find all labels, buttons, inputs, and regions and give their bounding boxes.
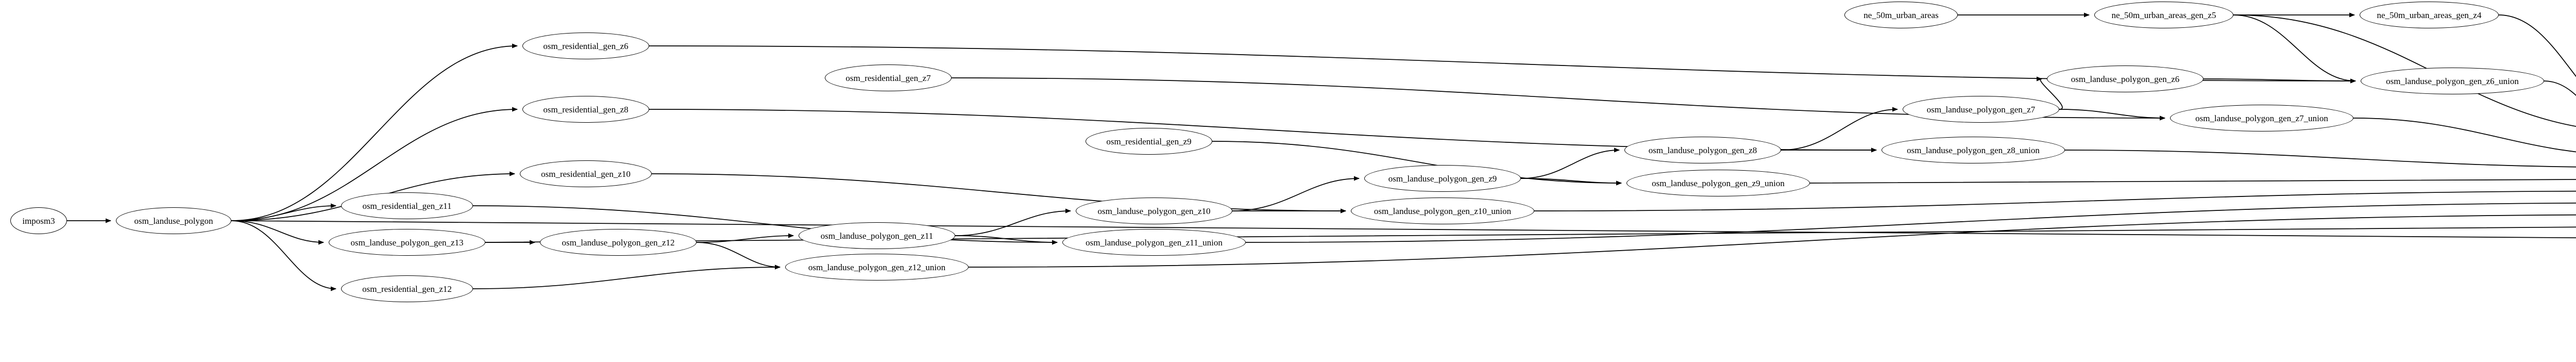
node-label: osm_landuse_polygon_gen_z6_union: [2386, 76, 2519, 86]
graph-edge: [696, 242, 781, 270]
node-label: osm_residential_gen_z11: [362, 201, 452, 211]
graph-node-imposm3[interactable]: imposm3: [10, 207, 67, 234]
graph-node-osm-landuse-polygon[interactable]: osm_landuse_polygon: [116, 207, 231, 234]
graph-node-osm-landuse-polygon-gen-z11[interactable]: osm_landuse_polygon_gen_z11: [799, 222, 955, 249]
graph-node-osm-residential-gen-z12[interactable]: osm_residential_gen_z12: [341, 275, 473, 302]
graph-node-osm-residential-gen-z6[interactable]: osm_residential_gen_z6: [522, 32, 649, 59]
node-label: osm_landuse_polygon_gen_z8_union: [1907, 145, 2040, 155]
graph-edge: [2353, 118, 2576, 153]
graph-node-osm-landuse-polygon-gen-z9[interactable]: osm_landuse_polygon_gen_z9: [1364, 165, 1521, 192]
graph-node-osm-residential-gen-z11[interactable]: osm_residential_gen_z11: [341, 192, 473, 219]
graph-edge: [1232, 176, 1360, 211]
graph-edge: [1809, 178, 2576, 184]
node-label: osm_landuse_polygon: [134, 216, 213, 226]
graph-node-osm-landuse-polygon-gen-z7-union[interactable]: osm_landuse_polygon_gen_z7_union: [2170, 105, 2353, 131]
node-label: osm_landuse_polygon_gen_z13: [350, 237, 464, 248]
graph-edge: [696, 233, 794, 243]
graph-edge: [2203, 78, 2356, 84]
graph-edge: [2059, 109, 2165, 121]
node-label: osm_residential_gen_z12: [362, 284, 452, 294]
node-label: ne_50m_urban_areas_gen_z5: [2111, 10, 2216, 20]
graph-edge: [231, 220, 324, 245]
node-label: osm_landuse_polygon_gen_z12_union: [808, 262, 946, 272]
graph-edge: [1212, 141, 1622, 186]
graph-node-osm-residential-gen-z8[interactable]: osm_residential_gen_z8: [522, 96, 649, 123]
graph-edge: [472, 265, 781, 289]
node-label: osm_landuse_polygon_gen_z6: [2071, 74, 2180, 84]
node-label: osm_landuse_polygon_gen_z10_union: [1374, 206, 1512, 216]
node-label: osm_residential_gen_z8: [543, 104, 629, 114]
node-label: osm_landuse_polygon_gen_z7: [1926, 104, 2036, 114]
graph-edge: [968, 214, 2576, 268]
node-label: imposm3: [22, 216, 55, 226]
graph-edge: [651, 173, 1346, 213]
graph-node-osm-residential-gen-z7[interactable]: osm_residential_gen_z7: [825, 64, 952, 91]
node-label: osm_landuse_polygon_gen_z9: [1388, 173, 1497, 184]
graph-node-osm-landuse-polygon-gen-z12[interactable]: osm_landuse_polygon_gen_z12: [540, 229, 697, 256]
graph-node-osm-landuse-polygon-gen-z10[interactable]: osm_landuse_polygon_gen_z10: [1076, 198, 1232, 224]
graph-node-osm-landuse-polygon-gen-z8[interactable]: osm_landuse_polygon_gen_z8: [1624, 137, 1781, 163]
graph-edge: [231, 203, 336, 221]
graph-edge: [2064, 150, 2576, 168]
graph-node-ne-50m-urban-areas-gen-z5[interactable]: ne_50m_urban_areas_gen_z5: [2094, 2, 2233, 28]
node-label: ne_50m_urban_areas_gen_z4: [2377, 10, 2482, 20]
graph-node-osm-landuse-polygon-gen-z10-union[interactable]: osm_landuse_polygon_gen_z10_union: [1351, 198, 1534, 224]
node-label: osm_landuse_polygon_gen_z10: [1097, 206, 1211, 216]
graph-edge: [231, 43, 518, 221]
graph-edge: [1245, 202, 2576, 243]
graph-node-osm-landuse-polygon-gen-z6[interactable]: osm_landuse_polygon_gen_z6: [2047, 65, 2204, 92]
node-label: osm_landuse_polygon_gen_z7_union: [2195, 113, 2328, 123]
graph-node-osm-landuse-polygon-gen-z11-union[interactable]: osm_landuse_polygon_gen_z11_union: [1062, 229, 1246, 256]
node-label: osm_landuse_polygon_gen_z9_union: [1652, 178, 1785, 188]
graph-node-ne-50m-urban-areas[interactable]: ne_50m_urban_areas: [1844, 2, 1958, 28]
graph-node-ne-50m-urban-areas-gen-z4[interactable]: ne_50m_urban_areas_gen_z4: [2360, 2, 2499, 28]
graph-edge: [2233, 14, 2356, 84]
node-label: ne_50m_urban_areas: [1863, 10, 1939, 20]
graph-node-osm-residential-gen-z9[interactable]: osm_residential_gen_z9: [1086, 128, 1212, 155]
graph-node-osm-landuse-polygon-gen-z6-union[interactable]: osm_landuse_polygon_gen_z6_union: [2361, 68, 2544, 94]
graph-node-osm-landuse-polygon-gen-z12-union[interactable]: osm_landuse_polygon_gen_z12_union: [785, 254, 969, 281]
graph-edge: [955, 235, 1058, 245]
node-label: osm_residential_gen_z7: [845, 73, 931, 83]
node-label: osm_residential_gen_z10: [541, 169, 631, 179]
graph-node-osm-landuse-polygon-gen-z7[interactable]: osm_landuse_polygon_gen_z7: [1903, 96, 2059, 123]
graph-edge: [2498, 14, 2576, 77]
graph-edge: [2036, 76, 2063, 110]
graph-node-osm-residential-gen-z10[interactable]: osm_residential_gen_z10: [520, 160, 652, 187]
node-label: osm_residential_gen_z6: [543, 41, 629, 51]
node-label: osm_landuse_polygon_gen_z12: [562, 237, 675, 248]
node-label: osm_landuse_polygon_gen_z11: [820, 231, 934, 241]
graph-node-osm-landuse-polygon-gen-z13[interactable]: osm_landuse_polygon_gen_z13: [329, 229, 485, 256]
graph-edge: [1520, 178, 1622, 186]
graph-edge: [2544, 80, 2576, 96]
graph-edge: [472, 205, 1058, 245]
node-label: osm_residential_gen_z9: [1106, 136, 1192, 146]
node-label: osm_landuse_polygon_gen_z11_union: [1086, 237, 1223, 248]
graph-edge: [231, 220, 336, 291]
graph-node-osm-landuse-polygon-gen-z9-union[interactable]: osm_landuse_polygon_gen_z9_union: [1626, 170, 1810, 196]
graph-node-osm-landuse-polygon-gen-z8-union[interactable]: osm_landuse_polygon_gen_z8_union: [1882, 137, 2065, 163]
node-label: osm_landuse_polygon_gen_z8: [1648, 145, 1757, 155]
graph-edge: [1781, 107, 1898, 151]
graph-edge: [1534, 190, 2576, 211]
graph-edge: [1520, 147, 1620, 179]
graph-edge: [955, 208, 1071, 236]
